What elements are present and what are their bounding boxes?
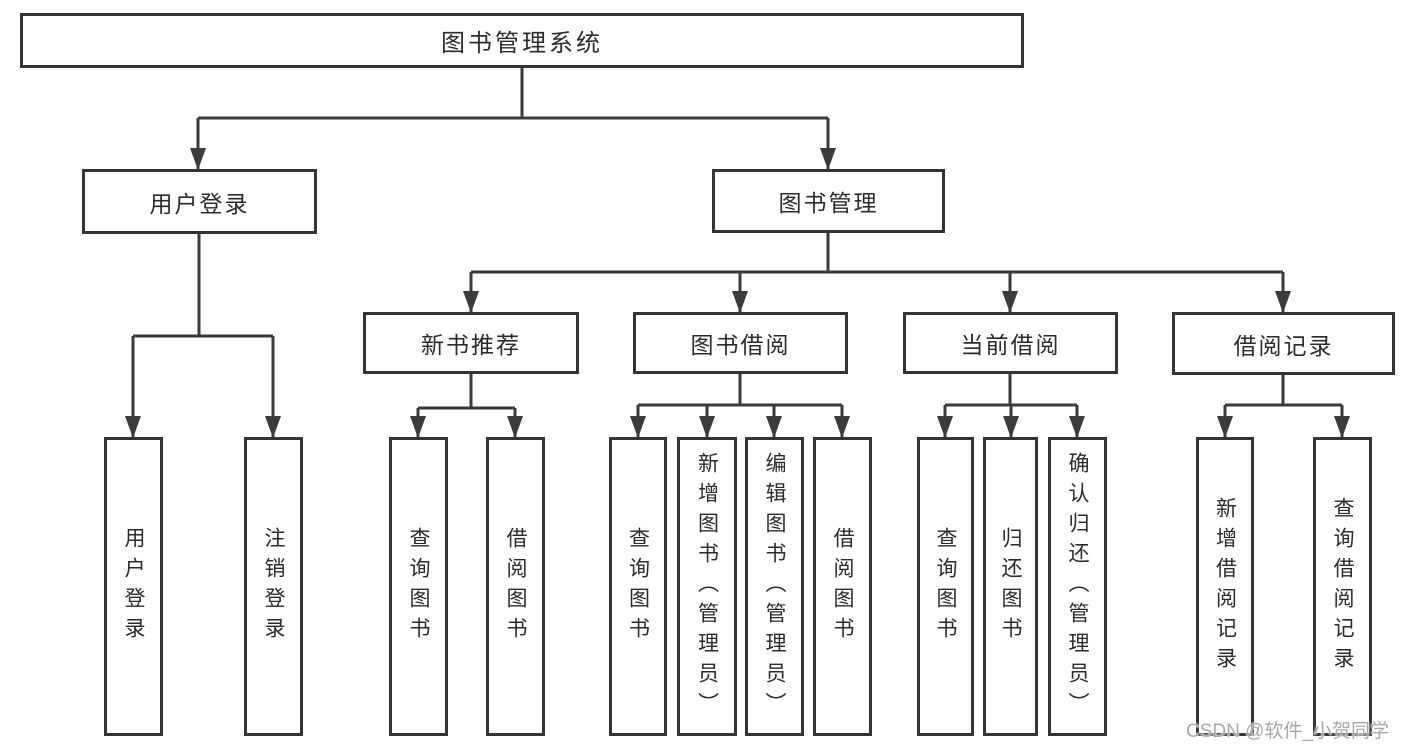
leaf-borrow-books: 借阅图书	[813, 437, 872, 736]
connector-bookmgmt-to-level3	[463, 233, 1291, 313]
leaf-logout: 注销登录	[244, 437, 303, 736]
connector-borrowrecords-to-leaves	[1217, 374, 1350, 438]
leaf-user-login: 用户登录	[104, 437, 163, 736]
leaf-add-borrow-record: 新增借阅记录	[1196, 437, 1254, 736]
leaf-return-books: 归还图书	[983, 437, 1038, 736]
node-book-management: 图书管理	[712, 169, 945, 233]
leaf-label: 确认归还（管理员）	[1066, 451, 1089, 722]
leaf-query-books-recommend: 查询图书	[389, 437, 448, 736]
node-borrow-records: 借阅记录	[1172, 312, 1395, 375]
node-label: 图书借阅	[690, 332, 791, 358]
leaf-label: 借阅图书	[504, 526, 527, 647]
connector-bookborrow-to-leaves	[630, 374, 850, 438]
leaf-label: 用户登录	[122, 526, 145, 647]
leaf-label: 新增图书（管理员）	[695, 451, 719, 722]
leaf-query-borrow-record: 查询借阅记录	[1313, 437, 1372, 736]
connector-newbooks-to-leaves	[410, 374, 523, 438]
leaf-label: 编辑图书（管理员）	[763, 451, 786, 722]
connector-userlogin-to-leaves	[125, 234, 281, 438]
node-user-login: 用户登录	[82, 169, 317, 234]
leaf-label: 查询图书	[407, 526, 430, 647]
leaf-label: 查询借阅记录	[1331, 496, 1354, 677]
leaf-label: 归还图书	[999, 526, 1022, 647]
node-book-borrow: 图书借阅	[633, 312, 848, 374]
node-new-book-recommend: 新书推荐	[363, 312, 579, 374]
node-label: 新书推荐	[421, 332, 521, 358]
connector-currentborrow-to-leaves	[937, 374, 1085, 438]
csdn-watermark: CSDN @软件_小贺同学	[1186, 721, 1389, 742]
leaf-label: 借阅图书	[831, 526, 854, 647]
leaf-edit-books-admin: 编辑图书（管理员）	[745, 437, 804, 736]
node-label: 借阅记录	[1233, 332, 1334, 359]
node-label: 图书管理系统	[441, 30, 603, 57]
leaf-label: 查询图书	[934, 526, 957, 647]
leaf-label: 注销登录	[262, 526, 285, 647]
leaf-label: 新增借阅记录	[1213, 496, 1237, 677]
node-label: 当前借阅	[960, 332, 1061, 358]
leaf-query-books-current: 查询图书	[917, 437, 974, 736]
leaf-confirm-return-admin: 确认归还（管理员）	[1048, 437, 1107, 736]
connector-root-to-level2	[190, 68, 836, 170]
leaf-borrow-books-recommend: 借阅图书	[486, 437, 545, 736]
leaf-label: 查询图书	[626, 526, 650, 647]
leaf-query-books-borrow: 查询图书	[609, 437, 667, 736]
leaf-add-books-admin: 新增图书（管理员）	[677, 437, 737, 736]
node-label: 用户登录	[149, 190, 250, 217]
node-label: 图书管理	[778, 190, 879, 216]
node-library-management-system: 图书管理系统	[20, 13, 1024, 68]
node-current-borrow: 当前借阅	[903, 312, 1118, 374]
